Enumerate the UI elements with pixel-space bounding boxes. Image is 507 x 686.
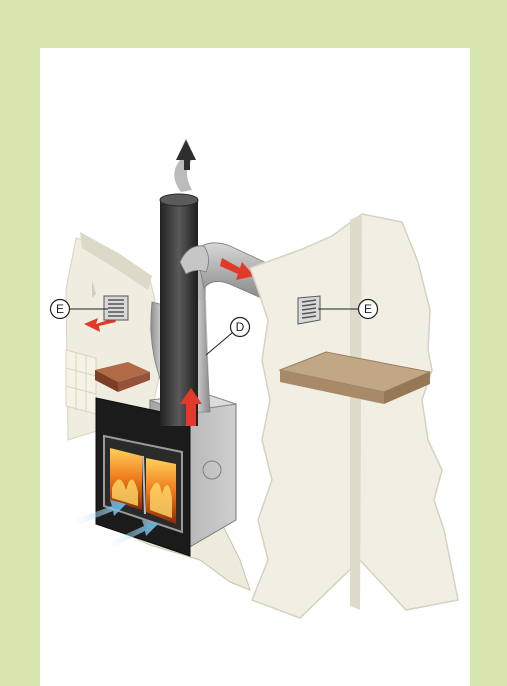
callout-e-right-label: E — [364, 302, 372, 316]
smoke-arrow-icon — [174, 138, 196, 192]
tile-surround — [66, 350, 96, 414]
adjacent-room-wall — [250, 214, 458, 618]
callout-e-left-label: E — [56, 302, 64, 316]
callout-d-label: D — [236, 320, 245, 334]
callout-d: D — [206, 318, 250, 356]
grille-vent-icon — [298, 296, 320, 324]
grille-vent-icon — [104, 296, 128, 320]
